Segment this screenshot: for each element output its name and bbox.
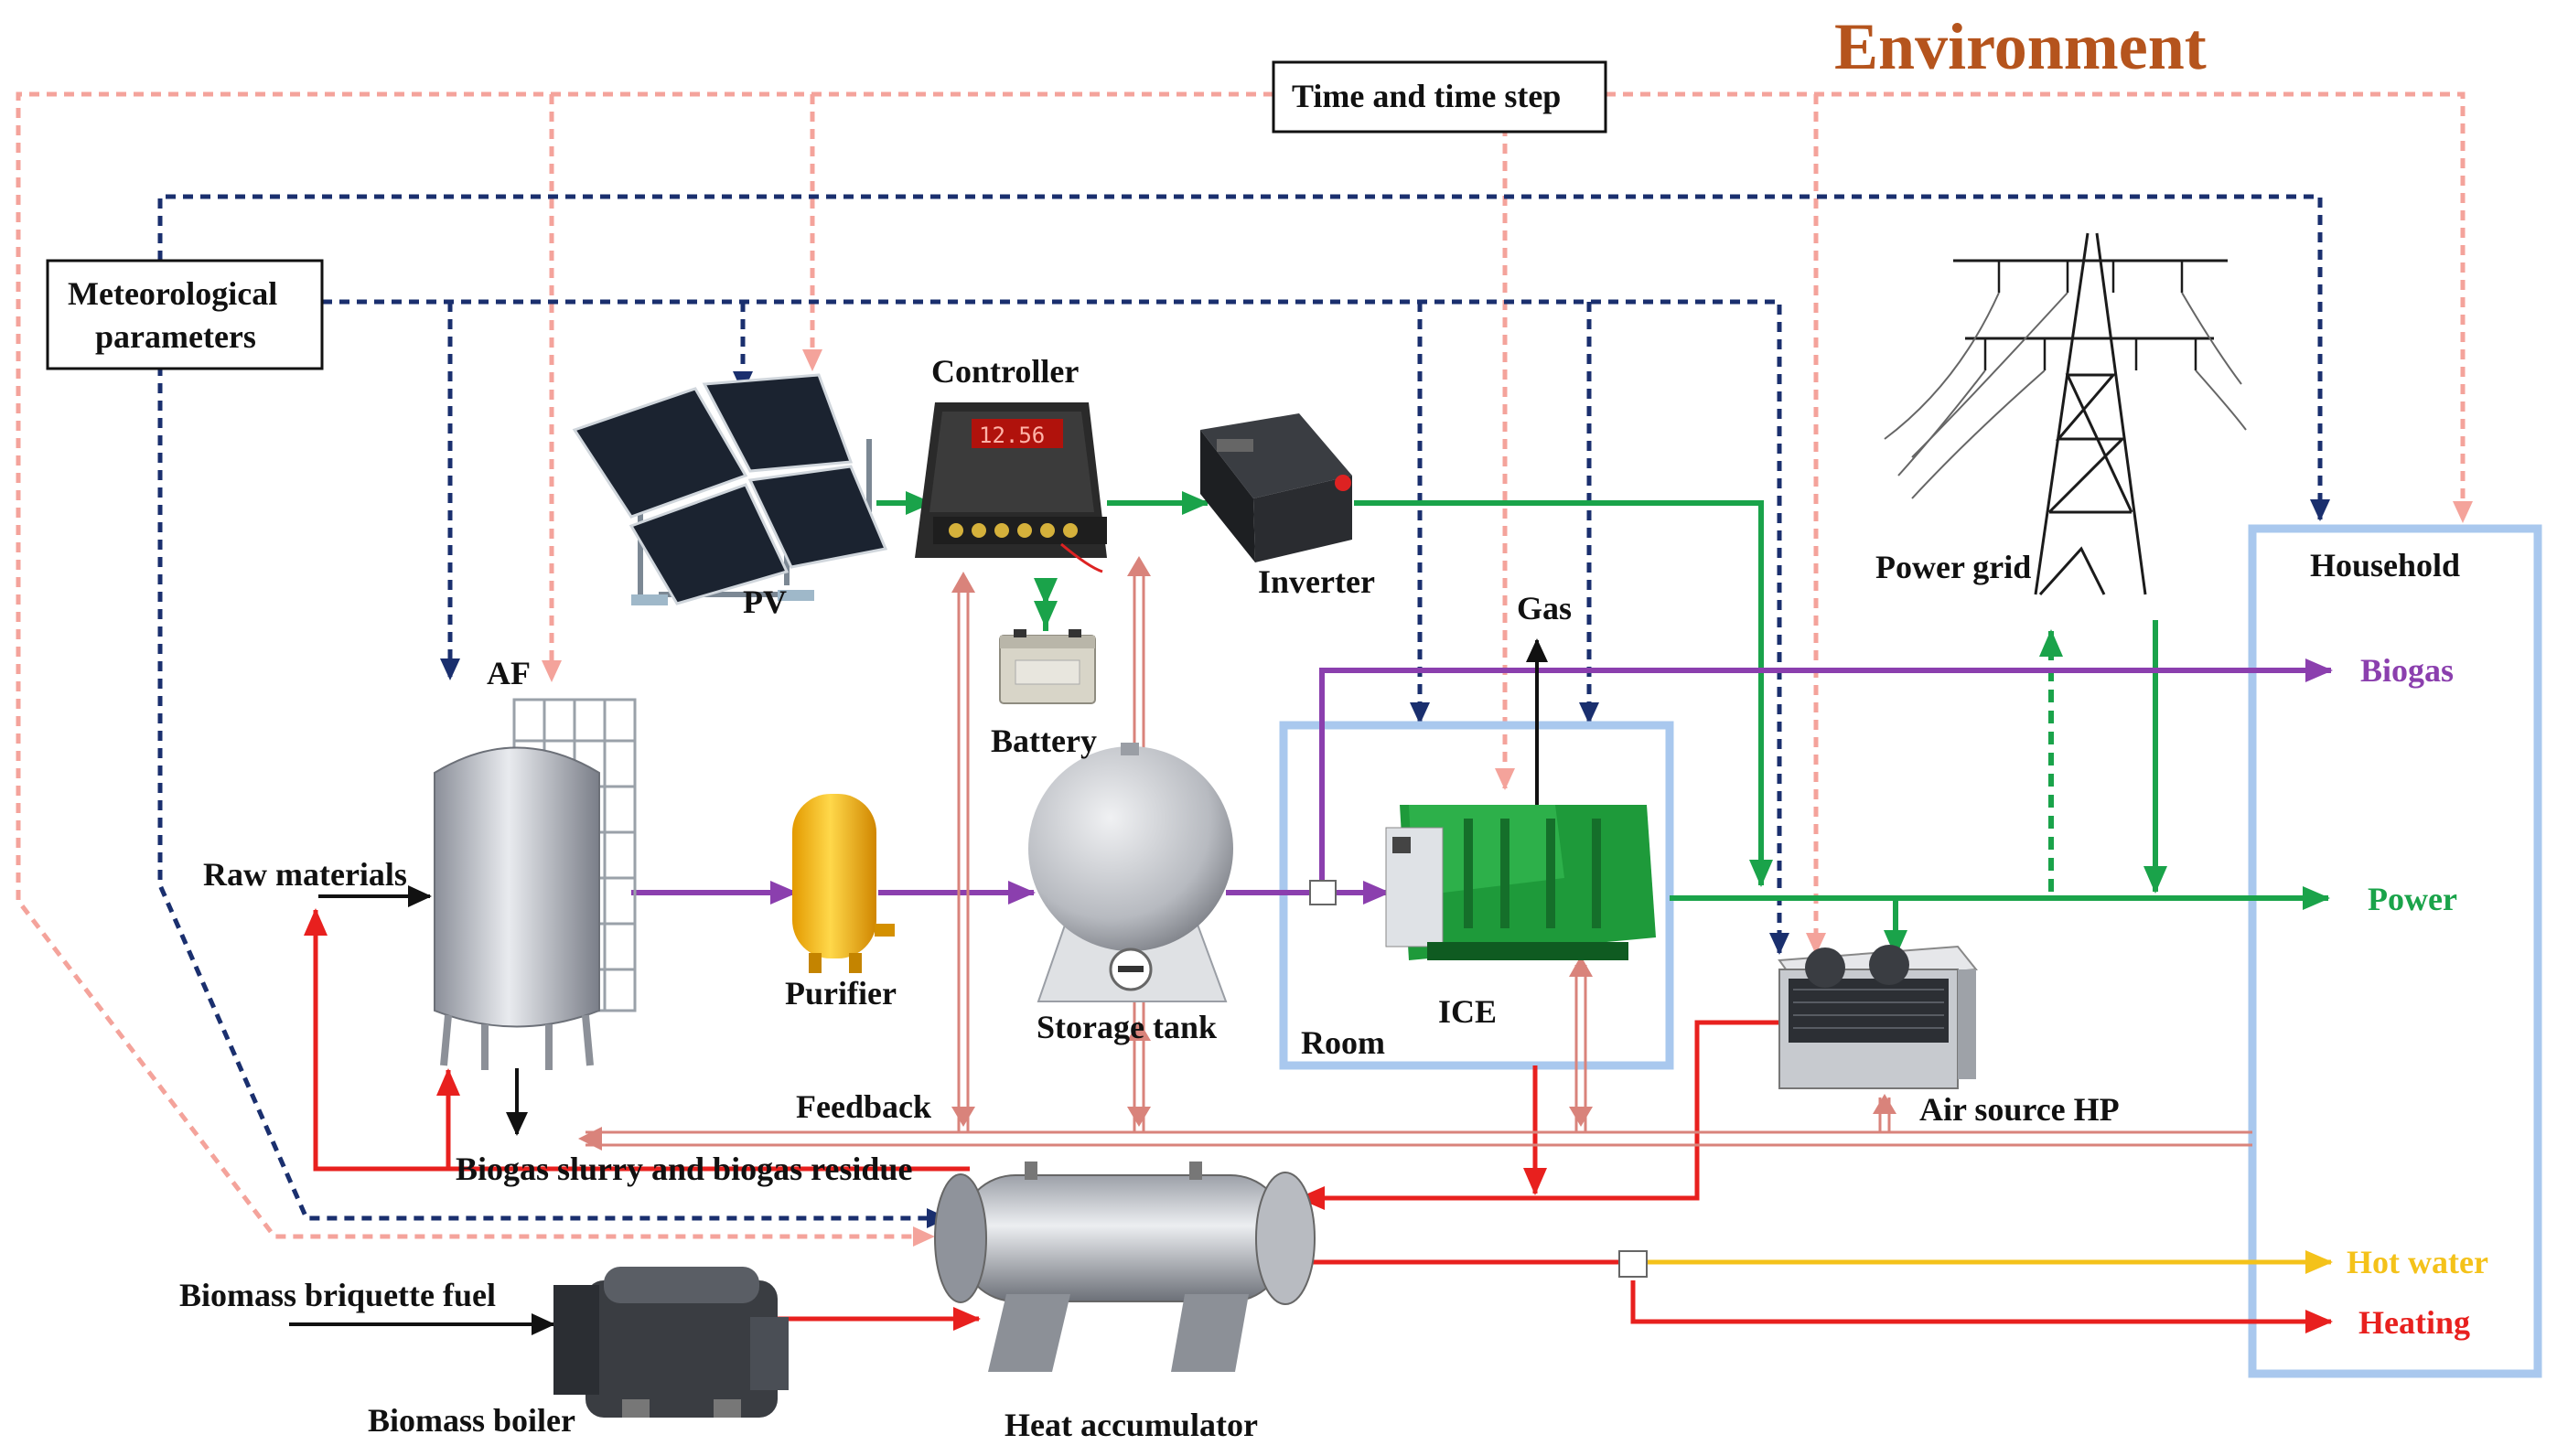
output-biogas-label: Biogas — [2360, 652, 2454, 689]
battery-device — [999, 629, 1096, 704]
meteorological-label-1: Meteorological — [68, 275, 277, 312]
air-source-hp-device — [1778, 945, 1978, 1089]
heat-accumulator-label: Heat accumulator — [1005, 1407, 1258, 1443]
power-grid-tower — [1884, 232, 2247, 596]
biogas-lines — [631, 658, 2333, 905]
battery-label: Battery — [991, 723, 1097, 759]
time-step-box: Time and time step — [1272, 60, 1607, 134]
time-step-lines — [16, 91, 2473, 1247]
af-digester — [434, 698, 637, 1070]
feedback-arrows — [578, 556, 1896, 1151]
pv-panels — [572, 373, 888, 605]
slurry-label: Biogas slurry and biogas residue — [456, 1151, 912, 1187]
output-hot-water-label: Hot water — [2347, 1244, 2488, 1280]
ice-label: ICE — [1438, 993, 1497, 1030]
meteorological-box: Meteorological parameters — [46, 259, 324, 370]
raw-materials-label: Raw materials — [203, 856, 407, 893]
output-power-label: Power — [2368, 881, 2457, 917]
time-step-label: Time and time step — [1292, 78, 1561, 114]
storage-tank-device — [1028, 743, 1233, 1002]
inverter-label: Inverter — [1258, 563, 1375, 600]
storage-tank-label: Storage tank — [1037, 1009, 1217, 1045]
ice-generator — [1385, 805, 1656, 960]
purifier-label: Purifier — [785, 975, 897, 1012]
hot-water-tee — [1618, 1250, 1648, 1278]
biomass-boiler-device — [553, 1267, 789, 1418]
power-lines — [876, 491, 2330, 958]
gas-label: Gas — [1517, 590, 1572, 626]
heat-lines — [304, 908, 2333, 1333]
controller-label: Controller — [931, 353, 1079, 390]
air-source-hp-label: Air source HP — [1919, 1091, 2120, 1128]
biomass-boiler-label: Biomass boiler — [368, 1402, 575, 1439]
inverter-device — [1200, 413, 1352, 562]
biogas-tee — [1309, 880, 1337, 905]
svg-text:12.56: 12.56 — [979, 423, 1045, 448]
purifier-device — [792, 794, 895, 973]
household-box — [2248, 524, 2542, 1378]
household-label: Household — [2310, 547, 2460, 583]
af-label: AF — [487, 655, 531, 691]
feedback-label: Feedback — [796, 1088, 931, 1125]
power-grid-label: Power grid — [1875, 549, 2031, 585]
heat-accumulator-device — [934, 1162, 1316, 1372]
biomass-fuel-label: Biomass briquette fuel — [179, 1277, 496, 1313]
environment-title: Environment — [1834, 10, 2207, 83]
pv-label: PV — [743, 583, 787, 620]
meteorological-label-2: parameters — [95, 318, 256, 355]
room-label: Room — [1301, 1024, 1385, 1061]
controller-device: 12.56 — [915, 402, 1107, 573]
black-arrows — [289, 638, 1548, 1335]
output-heating-label: Heating — [2358, 1304, 2470, 1341]
meteorological-lines — [157, 194, 2330, 1228]
